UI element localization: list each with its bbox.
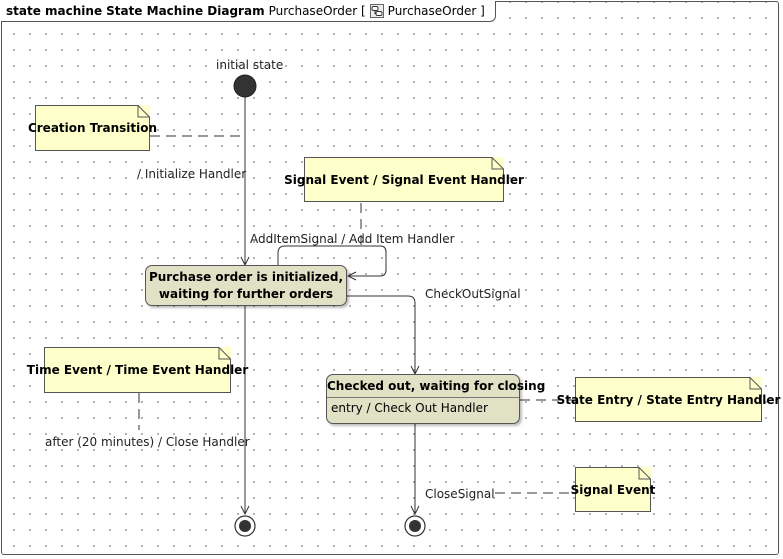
transition-label-close: CloseSignal [425, 487, 495, 501]
note-text: Creation Transition [27, 121, 158, 135]
note-signal-event-handler[interactable]: Signal Event / Signal Event Handler [284, 157, 524, 202]
note-creation-transition[interactable]: Creation Transition [28, 105, 157, 151]
diagram-name: State Machine Diagram [106, 4, 265, 18]
note-shape [304, 157, 504, 202]
state-machine-icon [369, 4, 384, 18]
note-state-entry[interactable]: State Entry / State Entry Handler [557, 377, 780, 422]
note-text: Signal Event / Signal Event Handler [284, 172, 524, 187]
final-state-node[interactable] [234, 515, 256, 537]
note-text: Time Event / Time Event Handler [26, 363, 249, 377]
note-shape [44, 347, 231, 393]
state-checked-out-entry: entry / Check Out Handler [331, 401, 488, 415]
note-shape [575, 467, 651, 512]
final-state-node[interactable] [404, 515, 426, 537]
note-text: Signal Event [570, 482, 656, 497]
diagram-header-tab[interactable]: state machine State Machine Diagram Purc… [1, 1, 496, 22]
state-initialized-title-line2: waiting for further orders [158, 286, 334, 301]
note-shape [35, 105, 150, 151]
note-text: State Entry / State Entry Handler [556, 392, 781, 407]
transition-label-initialize: / Initialize Handler [137, 167, 247, 181]
note-shape [575, 377, 762, 422]
state-checked-out[interactable]: Checked out, waiting for closing entry /… [326, 374, 545, 424]
state-checked-out-title: Checked out, waiting for closing [327, 375, 545, 398]
initial-state-label: initial state [216, 58, 284, 72]
state-initialized-title-line1: Purchase order is initialized, [148, 269, 344, 284]
transition-label-check-out: CheckOutSignal [425, 287, 521, 301]
initial-state-node[interactable] [233, 74, 257, 98]
state-initialized[interactable]: Purchase order is initialized, waiting f… [145, 265, 347, 306]
transition-check-out[interactable] [347, 295, 415, 374]
diagram-kind-keyword: state machine [6, 4, 103, 18]
note-signal-event[interactable]: Signal Event [571, 467, 655, 512]
transition-label-add-item: AddItemSignal / Add Item Handler [250, 232, 455, 246]
transition-label-after: after (20 minutes) / Close Handler [45, 435, 250, 449]
context-type: PurchaseOrder ] [387, 4, 485, 18]
context-name: PurchaseOrder [ [268, 4, 366, 18]
note-time-event[interactable]: Time Event / Time Event Handler [27, 347, 248, 393]
transition-add-item[interactable] [277, 245, 387, 276]
